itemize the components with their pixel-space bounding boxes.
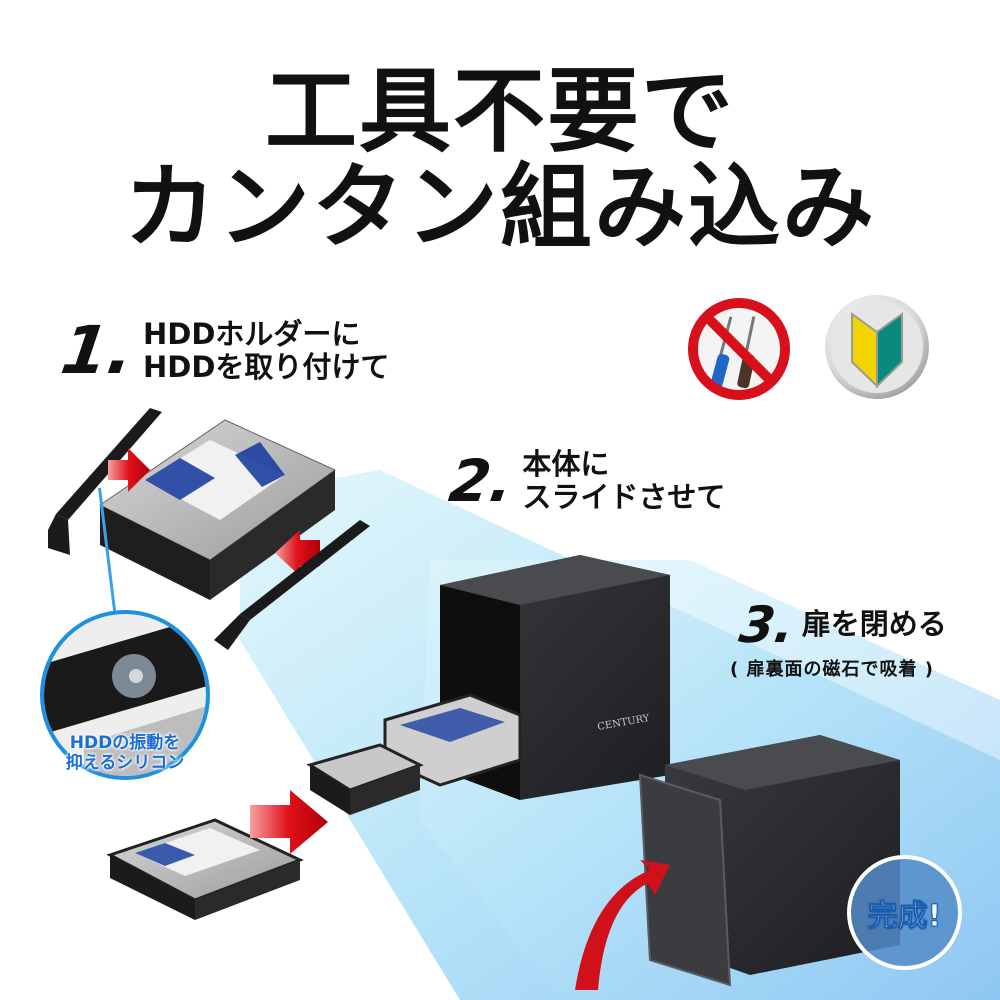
arrow-insert-icon (250, 790, 328, 854)
step-3-subtext: ( 扉裏面の磁石で吸着 ) (730, 659, 934, 680)
step-2-line-2: スライドさせて (522, 480, 726, 515)
step-2: 2. 本体に スライドさせて (445, 447, 726, 515)
step-1: 1. HDDホルダーに HDDを取り付けて (57, 312, 390, 389)
device-closed (638, 735, 900, 987)
complete-badge-label: 完成! (867, 898, 942, 934)
callout-line-2: 抑えるシリコン (65, 753, 185, 774)
hdd-drive-bottom (106, 818, 304, 920)
step-1-line-1: HDDホルダーに (143, 317, 361, 351)
step-3: 3. 扉を閉める (736, 596, 947, 654)
beginner-mark-icon (825, 295, 929, 399)
hdd-holder-right-rail (214, 520, 370, 650)
no-screwdriver-icon (688, 298, 790, 400)
headline-line-1: 工具不要で (264, 58, 735, 165)
device-open: CENTURY (383, 555, 670, 800)
callout-line-1: HDDの振動を (69, 733, 181, 753)
silicone-callout-label: HDDの振動を 抑えるシリコン (40, 733, 210, 773)
step-2-line-1: 本体に (522, 447, 610, 481)
hdd-drive-sliding (306, 743, 424, 815)
headline-line-2: カンタン組み込み (123, 154, 876, 261)
hdd-drive-step1 (99, 419, 336, 600)
step-1-line-2: HDDを取り付けて (143, 350, 390, 385)
silicone-detail-circle (40, 610, 210, 780)
complete-badge: 完成! (847, 855, 962, 970)
arrow-right-icon (108, 448, 150, 492)
step-3-line-1: 扉を閉める (801, 607, 947, 642)
curved-arrow-icon (575, 860, 670, 990)
